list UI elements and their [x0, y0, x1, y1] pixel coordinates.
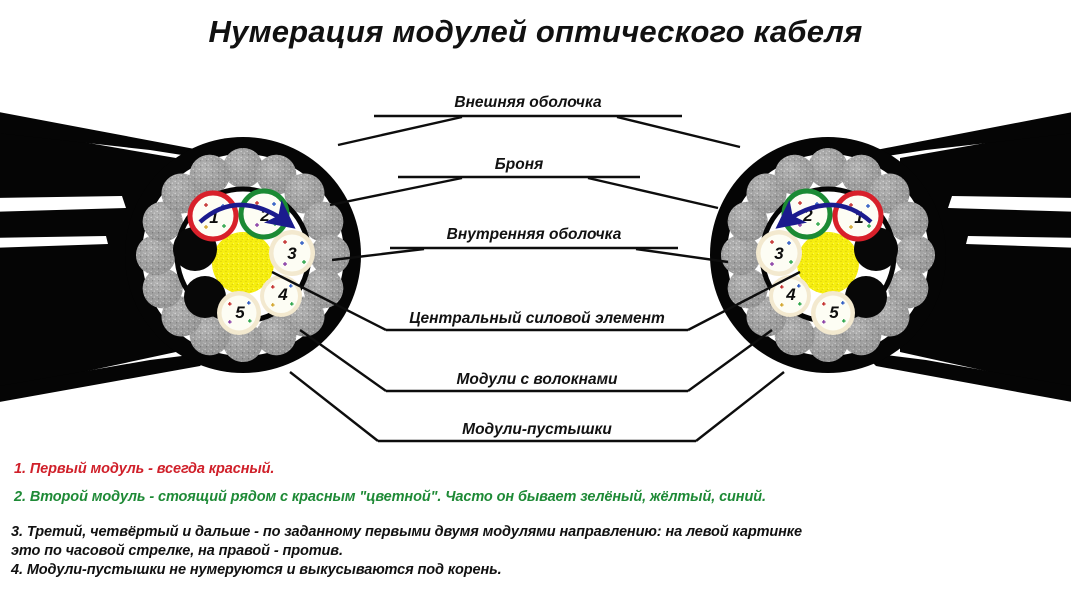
svg-text:5: 5 — [235, 303, 245, 322]
callout-inner-sheath: Внутренняя оболочка — [446, 226, 622, 243]
leader-inner-sheath-right — [635, 247, 729, 264]
leader-outer-sheath-left — [337, 115, 463, 147]
left-fiber-module-2: 2 — [238, 188, 290, 240]
right-fiber-module-1: 1 — [832, 190, 884, 242]
callout-central-member: Центральный силовой элемент — [409, 310, 665, 327]
left-cable-body — [0, 112, 214, 402]
page-title: Нумерация модулей оптического кабеля — [208, 14, 863, 49]
right-direction-arrow — [775, 199, 873, 229]
leader-armor-left — [329, 176, 463, 207]
left-fiber-module-1: 1 — [187, 190, 239, 242]
right-fiber-module-4: 4 — [769, 275, 811, 317]
callout-outer-sheath: Внешняя оболочка — [454, 94, 602, 111]
left-cable-cross-section: 3 4 — [125, 137, 361, 373]
svg-text:1: 1 — [854, 208, 863, 227]
left-direction-arrow — [198, 199, 296, 229]
svg-text:2: 2 — [802, 206, 813, 225]
leader-fiber-modules-left — [299, 329, 387, 392]
left-fiber-module-3: 3 — [269, 230, 315, 276]
right-cable-cross-section: 3 4 — [710, 137, 946, 373]
svg-text:3: 3 — [774, 244, 784, 263]
right-fiber-module-3: 3 — [756, 230, 802, 276]
svg-text:5: 5 — [829, 303, 839, 322]
leader-central-member-right — [687, 270, 801, 332]
leader-central-member-left — [271, 270, 387, 332]
left-fiber-module-5: 5 — [217, 291, 261, 335]
svg-text:4: 4 — [277, 285, 288, 304]
note-3-line-2: это по часовой стрелке, на правой - прот… — [11, 543, 343, 559]
leader-armor-right — [587, 176, 719, 210]
note-2: 2. Второй модуль - стоящий рядом с красн… — [14, 489, 766, 505]
callout-dummy-modules: Модули-пустышки — [462, 421, 612, 438]
callout-fiber-modules: Модули с волокнами — [456, 371, 618, 388]
right-fiber-module-5: 5 — [811, 291, 855, 335]
callout-armor: Броня — [494, 156, 544, 173]
right-fiber-module-2: 2 — [781, 188, 833, 240]
leader-dummy-modules-left — [289, 371, 379, 442]
left-fiber-module-4: 4 — [260, 275, 302, 317]
leader-dummy-modules-right — [695, 371, 785, 442]
left-central-member — [212, 232, 274, 294]
right-cable-body — [862, 112, 1071, 402]
svg-text:3: 3 — [287, 244, 297, 263]
leader-fiber-modules-right — [687, 329, 773, 392]
svg-text:1: 1 — [209, 208, 218, 227]
note-4: 4. Модули-пустышки не нумеруются и выкус… — [11, 562, 502, 578]
note-3-line-1: 3. Третий, четвёртый и дальше - по задан… — [11, 524, 803, 540]
leader-outer-sheath-right — [616, 115, 741, 149]
note-1: 1. Первый модуль - всегда красный. — [14, 461, 275, 477]
svg-text:4: 4 — [785, 285, 796, 304]
right-central-member — [797, 232, 859, 294]
callout-leader-lines — [271, 114, 801, 443]
leader-inner-sheath-left — [331, 247, 425, 262]
